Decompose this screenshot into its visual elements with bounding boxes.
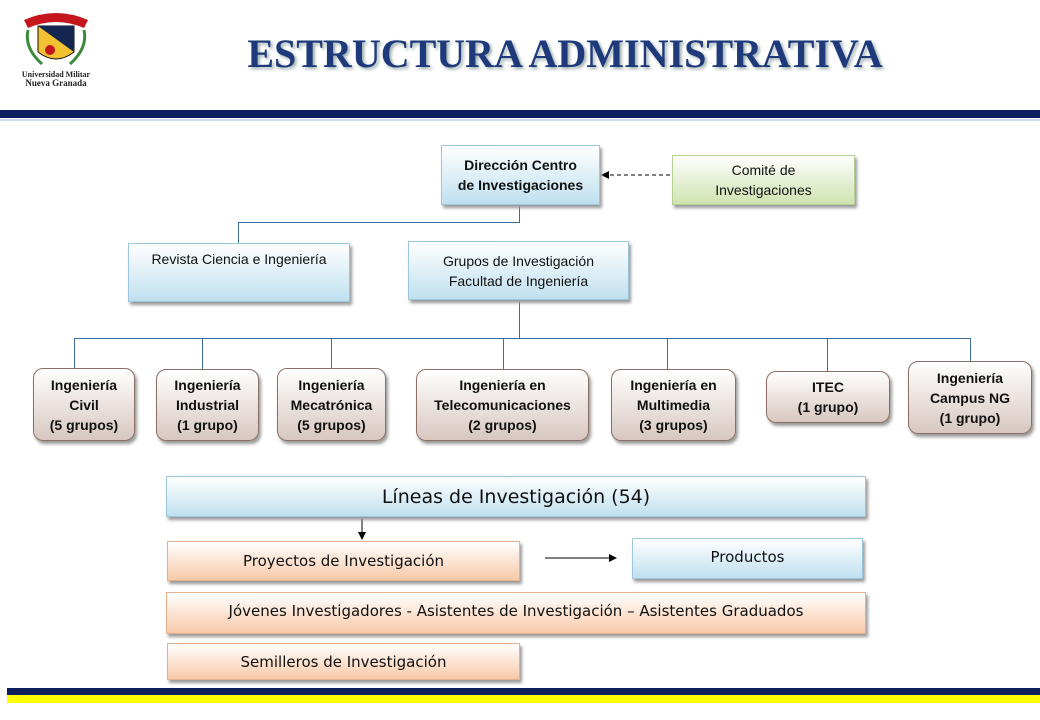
proyectos-box: Proyectos de Investigación — [167, 541, 520, 581]
arrow-head — [601, 171, 609, 179]
arrow-head — [609, 554, 617, 562]
connector — [74, 338, 75, 368]
arrow-head — [358, 532, 366, 540]
productos-box: Productos — [632, 538, 863, 579]
page-title: ESTRUCTURA ADMINISTRATIVA — [247, 31, 883, 76]
connector — [519, 205, 520, 222]
top-line — [0, 119, 1040, 121]
connector — [519, 300, 520, 338]
revista-box: Revista Ciencia e Ingeniería — [128, 243, 350, 302]
connector — [331, 338, 332, 368]
connector — [238, 222, 520, 223]
university-logo — [18, 8, 94, 90]
top-bar — [0, 110, 1040, 118]
connector — [74, 338, 971, 339]
connector — [238, 222, 239, 243]
connector — [827, 338, 828, 371]
connector — [970, 338, 971, 361]
connector — [667, 338, 668, 369]
connector — [503, 338, 504, 369]
jovenes-box: Jóvenes Investigadores - Asistentes de I… — [166, 592, 866, 634]
semilleros-box: Semilleros de Investigación — [167, 643, 520, 680]
unit-itec: ITEC(1 grupo) — [766, 371, 890, 423]
bottom-bar-navy — [7, 688, 1040, 695]
connector — [202, 338, 203, 369]
bottom-bar-yellow — [7, 695, 1040, 703]
lineas-bar: Líneas de Investigación (54) — [166, 476, 866, 517]
